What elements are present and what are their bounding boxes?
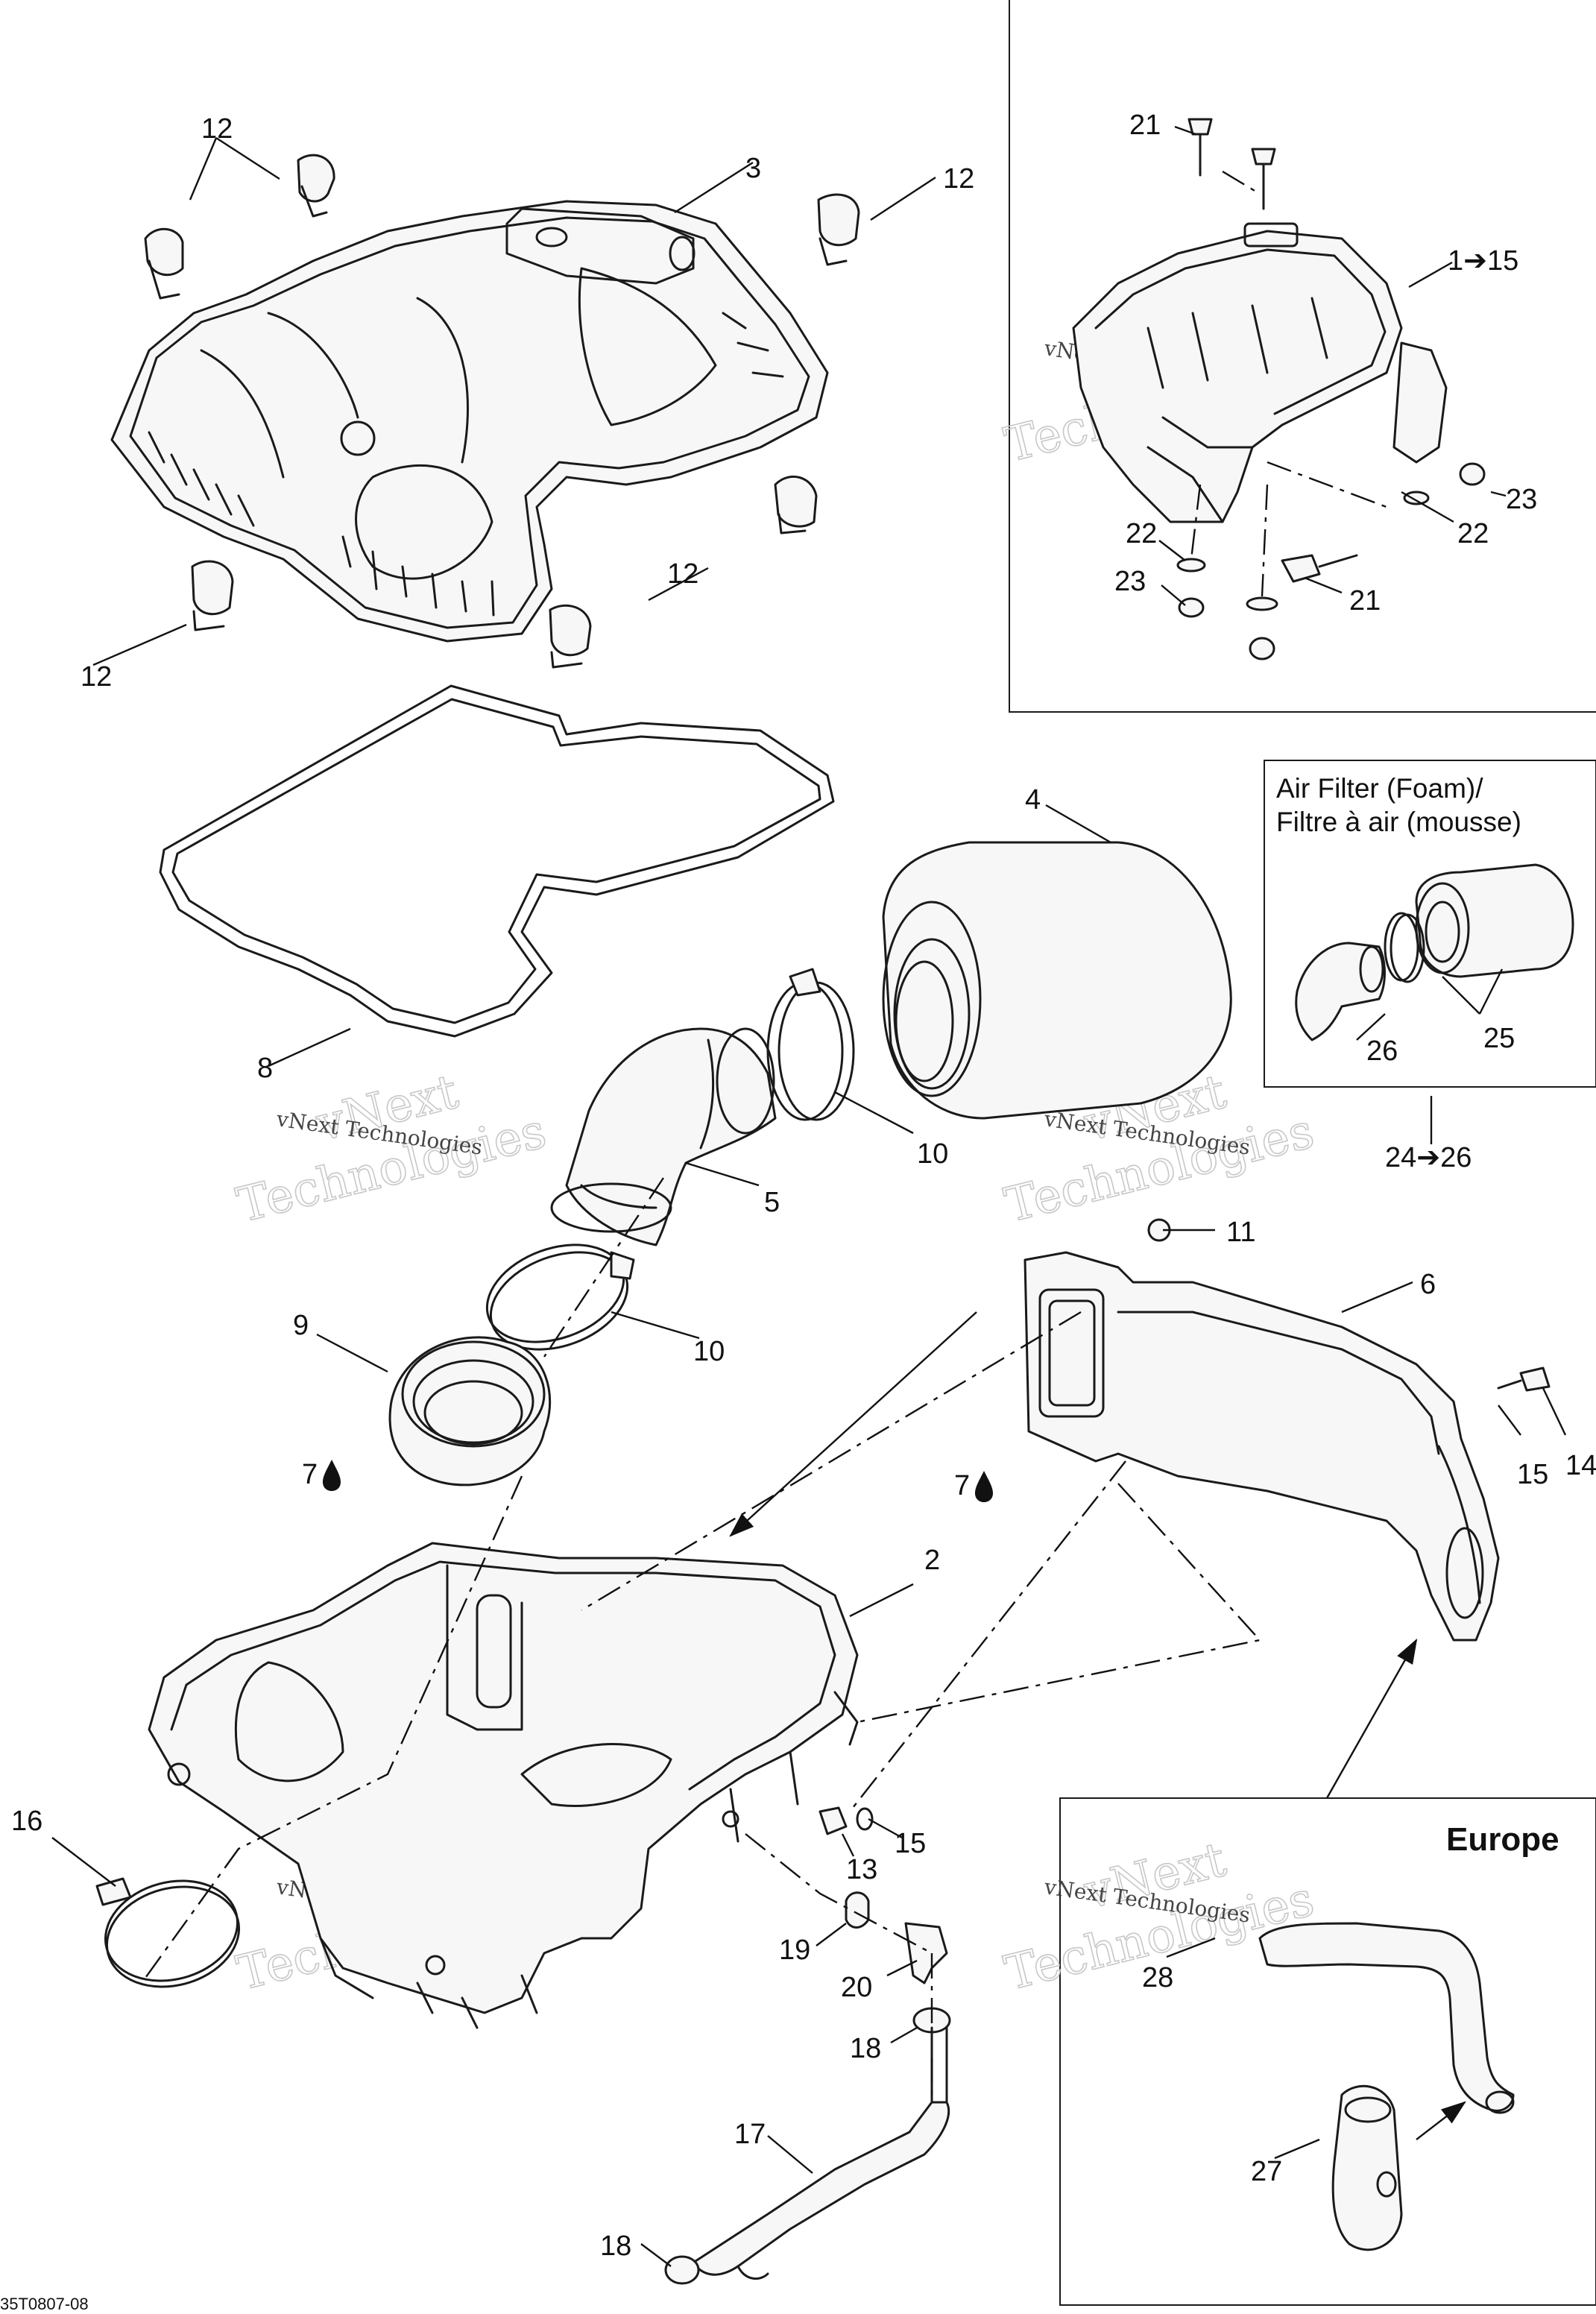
callout-23: 23 — [1114, 566, 1146, 597]
drawing-code: 35T0807-08 — [0, 2295, 89, 2313]
leader-lines — [51, 125, 1567, 2267]
intake-elbow-part — [550, 1027, 777, 1246]
callout-22: 22 — [1457, 518, 1489, 549]
callout-18: 18 — [850, 2033, 881, 2064]
callout-16: 16 — [11, 1806, 42, 1837]
callout-26: 26 — [1366, 1035, 1398, 1067]
airbox-gasket-part — [159, 684, 835, 1038]
assembly-inset-frame — [1009, 0, 1596, 713]
hose-clamp-part — [95, 1877, 241, 1988]
callout-15: 15 — [895, 1828, 926, 1859]
callout-18: 18 — [600, 2231, 631, 2262]
callout-5: 5 — [764, 1187, 780, 1218]
drain-hardware-part — [664, 1806, 951, 2285]
callout-21: 21 — [1349, 585, 1381, 617]
europe-inset-parts — [1258, 1922, 1515, 2251]
airbox-base-part — [148, 1542, 859, 2029]
foam-filter-inset-subtitle: Filtre à air (mousse) — [1276, 807, 1521, 837]
callout-3: 3 — [745, 153, 761, 184]
europe-region-label: Europe — [1446, 1821, 1559, 1858]
callout-1-to-15: 1➔15 — [1448, 245, 1518, 277]
callout-27: 27 — [1251, 2156, 1282, 2187]
assembly-dash-lines — [141, 170, 1387, 2102]
lubricant-drop-icon — [323, 1460, 993, 1502]
callout-19: 19 — [779, 1935, 810, 1966]
callout-7: 7 — [954, 1470, 970, 1501]
callout-12: 12 — [201, 113, 233, 145]
airbox-assembly-inset-part — [1072, 118, 1486, 661]
callout-12: 12 — [81, 661, 112, 693]
callout-14: 14 — [1565, 1450, 1596, 1481]
airbox-cover-part — [110, 200, 829, 643]
callout-21: 21 — [1129, 110, 1161, 141]
callout-2: 2 — [924, 1545, 940, 1576]
callout-10: 10 — [693, 1336, 725, 1367]
callout-25: 25 — [1483, 1023, 1515, 1054]
foam-filter-inset-frame — [1264, 760, 1596, 1088]
air-duct-part — [1023, 1218, 1551, 1642]
callout-20: 20 — [841, 1972, 872, 2003]
callout-7: 7 — [302, 1459, 318, 1490]
clamp-lower-part — [485, 1243, 635, 1351]
callout-23: 23 — [1506, 484, 1537, 515]
callout-12: 12 — [667, 558, 698, 590]
foam-filter-part — [882, 841, 1232, 1120]
callout-6: 6 — [1420, 1269, 1436, 1300]
callout-labels: 12 12 12 12 3 21 1➔15 22 22 23 23 21 4 8… — [11, 110, 1596, 2262]
clamp-upper-part — [766, 968, 855, 1121]
callout-28: 28 — [1142, 1962, 1173, 1993]
intake-adapter-part — [388, 1336, 552, 1487]
callout-10: 10 — [917, 1138, 948, 1170]
callout-17: 17 — [734, 2119, 766, 2150]
europe-inset-frame — [1059, 1797, 1596, 2306]
foam-inset-parts — [1295, 863, 1574, 1041]
direction-arrows — [729, 1311, 1466, 2140]
callout-8: 8 — [257, 1053, 273, 1084]
callout-11: 11 — [1226, 1217, 1255, 1248]
callout-22: 22 — [1126, 518, 1157, 549]
spring-clip-group — [144, 154, 860, 669]
callout-15: 15 — [1517, 1459, 1548, 1490]
callout-12: 12 — [943, 163, 974, 195]
callout-4: 4 — [1025, 784, 1041, 816]
callout-9: 9 — [293, 1310, 309, 1341]
callout-24-to-26: 24➔26 — [1385, 1142, 1472, 1173]
callout-13: 13 — [846, 1854, 877, 1885]
foam-filter-inset-title: Air Filter (Foam)/ — [1276, 773, 1483, 804]
